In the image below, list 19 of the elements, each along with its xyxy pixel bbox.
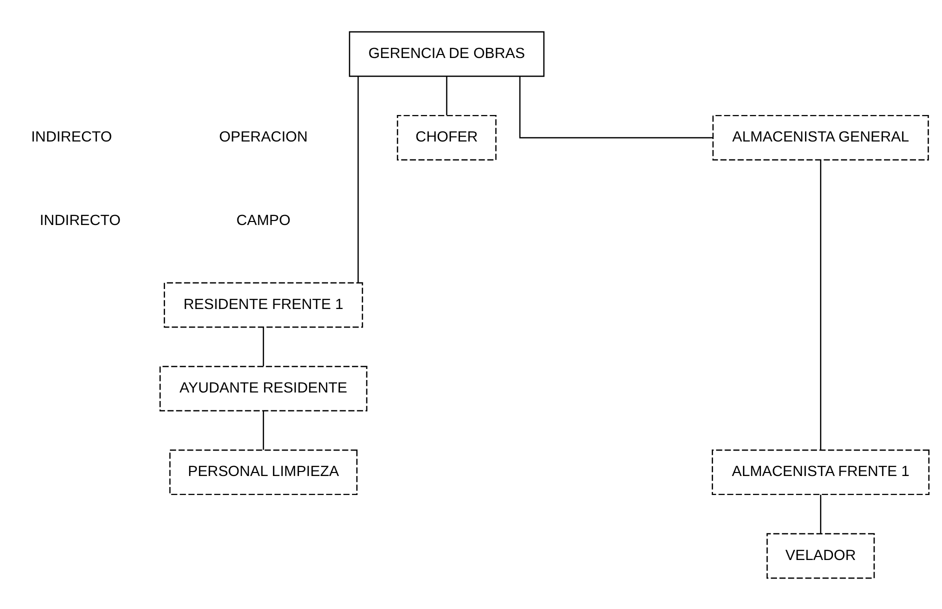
connector (820, 160, 822, 450)
label: INDIRECTO (40, 212, 121, 229)
connector (519, 76, 713, 138)
label: CAMPO (236, 212, 290, 229)
node-box: AYUDANTE RESIDENTE (159, 365, 368, 411)
node-box: PERSONAL LIMPIEZA (169, 449, 358, 495)
connector (820, 494, 822, 533)
connector (358, 76, 359, 282)
node-box: VELADOR (766, 532, 875, 578)
label: OPERACION (219, 129, 308, 146)
label: INDIRECTO (31, 129, 112, 146)
node-box: ALMACENISTA FRENTE 1 (712, 449, 930, 495)
connector (262, 410, 264, 450)
node-box: GERENCIA DE OBRAS (348, 30, 544, 76)
node-box: ALMACENISTA GENERAL (712, 114, 929, 160)
node-box: RESIDENTE FRENTE 1 (164, 282, 364, 328)
connector (446, 76, 448, 115)
connector (262, 326, 264, 366)
node-box: CHOFER (396, 114, 497, 160)
